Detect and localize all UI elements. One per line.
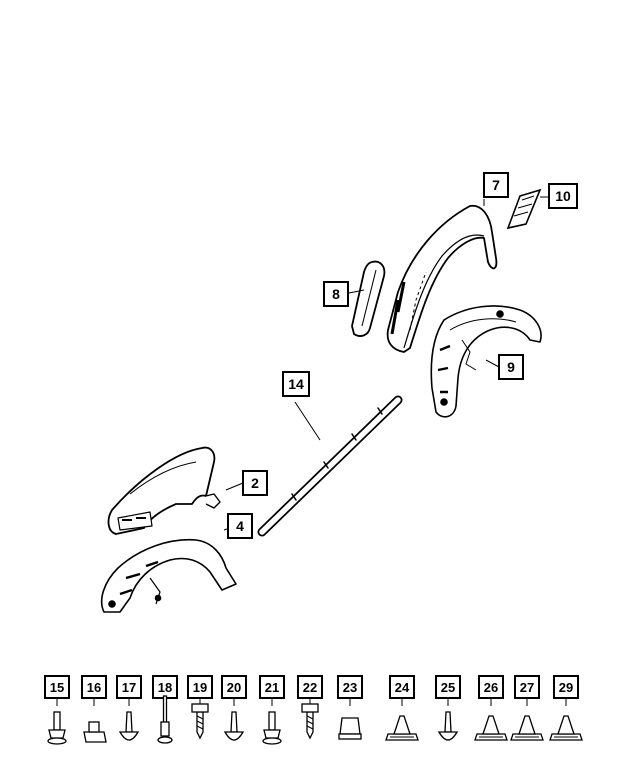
retainer-clip-icon [474,715,508,741]
fastener-19: 19 [187,675,213,740]
fastener-label: 22 [303,680,317,695]
retainer-clip-icon [510,715,544,741]
fastener-row: 15 16 17 18 19 20 21 22 23 24 25 26 27 29 [44,675,583,745]
callout-10: 10 [548,183,578,209]
badge-plate [506,188,542,230]
fastener-16: 16 [81,675,107,743]
fastener-label: 21 [265,680,279,695]
fastener-label: 23 [343,680,357,695]
fastener-label: 17 [122,680,136,695]
screw-icon [301,703,319,740]
retainer-clip-icon [385,715,419,741]
svg-text:4: 4 [236,518,244,534]
svg-text:14: 14 [288,376,304,392]
fastener-label: 24 [395,680,410,695]
fastener-label: 26 [484,680,498,695]
push-pin-icon [118,711,140,741]
screw-icon [191,703,209,740]
fastener-25: 25 [435,675,461,741]
rear-wheelhouse-liner [430,305,542,418]
callout-7: 7 [483,172,509,198]
svg-text:2: 2 [251,475,259,491]
clip-icon [338,717,362,740]
rocker-molding-strip [257,395,403,537]
callout-2: 2 [242,470,268,496]
fastener-26: 26 [474,675,508,741]
callout-9: 9 [498,354,524,380]
callout-14: 14 [282,371,310,397]
fastener-label: 29 [559,680,573,695]
fastener-24: 24 [385,675,419,741]
fastener-23: 23 [337,675,363,740]
fastener-21: 21 [259,675,285,745]
fastener-27: 27 [510,675,544,741]
fastener-18: 18 [152,675,178,744]
fender-trim-piece [351,260,386,337]
fastener-label: 18 [158,680,172,695]
fastener-15: 15 [44,675,70,745]
svg-text:8: 8 [332,286,340,302]
bolt-icon [47,711,67,745]
fastener-label: 20 [227,680,241,695]
svg-text:10: 10 [555,188,571,204]
push-pin-icon [437,711,459,741]
fastener-label: 27 [520,680,534,695]
rivet-icon [157,695,173,744]
fastener-label: 16 [87,680,101,695]
fastener-29: 29 [549,675,583,741]
svg-text:9: 9 [507,359,515,375]
front-fender-flare [107,446,221,535]
push-pin-icon [223,711,245,741]
fastener-label: 15 [50,680,64,695]
rear-fender-flare [386,204,498,353]
callout-4: 4 [227,513,253,539]
fastener-17: 17 [116,675,142,741]
fastener-22: 22 [297,675,323,740]
front-wheelhouse-liner [100,538,237,613]
fastener-label: 25 [441,680,455,695]
retainer-clip-icon [549,715,583,741]
fastener-label: 19 [193,680,207,695]
bolt-icon [262,711,282,745]
svg-text:7: 7 [492,177,500,193]
nut-clip-icon [83,721,107,743]
fastener-20: 20 [221,675,247,741]
callout-8: 8 [323,281,349,307]
